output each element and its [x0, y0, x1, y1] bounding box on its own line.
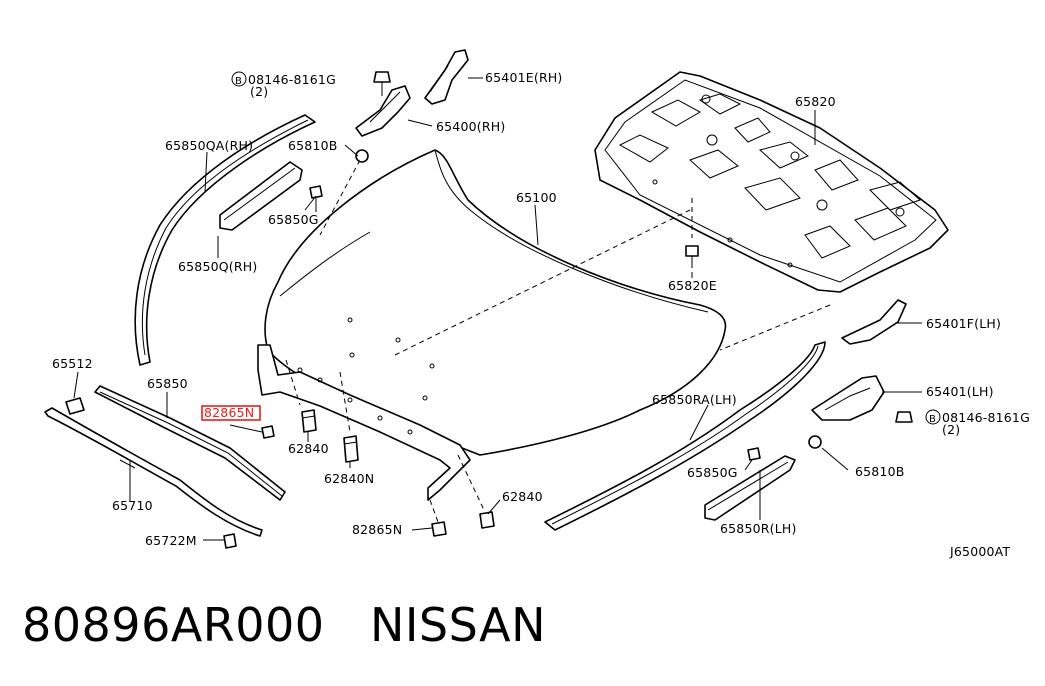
label-08146-rh[interactable]: 08146-8161G	[248, 72, 336, 87]
hood-hinge-65401E[interactable]	[424, 49, 469, 105]
clip-65850G-top-icon[interactable]	[309, 185, 323, 212]
clip-65850G-bottom-icon[interactable]	[747, 447, 761, 461]
clip-65722M-icon[interactable]	[223, 533, 237, 549]
bumper-82865N-bottom-icon[interactable]	[431, 521, 447, 537]
label-65401F[interactable]: 65401F(LH)	[926, 316, 1001, 331]
bumper-62840N-icon[interactable]	[343, 435, 359, 463]
clip-65810B-top-icon[interactable]	[355, 149, 369, 163]
label-65810B-top[interactable]: 65810B	[288, 138, 338, 153]
label-65850QA[interactable]: 65850QA(RH)	[165, 138, 253, 153]
label-65512[interactable]: 65512	[52, 356, 93, 371]
label-65820[interactable]: 65820	[795, 94, 836, 109]
hood-hinge-65401[interactable]	[811, 375, 885, 421]
dashed-guide-62840N	[339, 371, 351, 433]
label-62840-a[interactable]: 62840	[288, 441, 329, 456]
bumper-82865N-icon[interactable]	[261, 425, 275, 439]
label-62840-b[interactable]: 62840	[502, 489, 543, 504]
label-82865N-highlight[interactable]: 82865N	[204, 405, 254, 420]
clip-65820E-icon[interactable]	[685, 245, 699, 268]
weatherstrip-65850RA[interactable]	[544, 341, 826, 531]
label-65401E[interactable]: 65401E(RH)	[485, 70, 563, 85]
dashed-guide-bumper	[457, 454, 485, 511]
dashed-guide-hood-insulator	[394, 209, 691, 356]
weatherstrip-65850QA[interactable]	[134, 114, 316, 366]
hood-hinge-65400[interactable]	[355, 85, 411, 137]
bolt-08146-rh-icon[interactable]	[373, 71, 391, 96]
svg-text:B: B	[929, 414, 936, 425]
label-65100[interactable]: 65100	[516, 190, 557, 205]
seal-65850R[interactable]	[704, 455, 796, 521]
label-65850Q[interactable]: 65850Q(RH)	[178, 259, 257, 274]
leader-lines	[73, 77, 922, 541]
dashed-guide-82865N	[429, 499, 439, 523]
label-65810B-bottom[interactable]: 65810B	[855, 464, 905, 479]
label-65400[interactable]: 65400(RH)	[436, 119, 505, 134]
part-caption: 80896AR000 NISSAN	[22, 598, 546, 652]
label-65850[interactable]: 65850	[147, 376, 188, 391]
label-65710[interactable]: 65710	[112, 498, 153, 513]
label-08146-lh-qty: (2)	[942, 422, 960, 437]
label-65850G-top[interactable]: 65850G	[268, 212, 319, 227]
clip-65810B-bottom-icon[interactable]	[808, 435, 822, 449]
label-82865N-bottom[interactable]: 82865N	[352, 522, 402, 537]
bumper-62840-bottom-icon[interactable]	[479, 511, 495, 529]
hood-insulator-65820[interactable]	[594, 71, 949, 293]
dashed-guide-62840	[285, 359, 301, 406]
label-62840N[interactable]: 62840N	[324, 471, 374, 486]
front-seal-65850[interactable]	[94, 385, 286, 501]
label-65401[interactable]: 65401(LH)	[926, 384, 994, 399]
hood-hinge-65401F[interactable]	[841, 299, 907, 345]
part-number: 80896AR000	[22, 598, 325, 652]
seal-65850Q[interactable]	[219, 161, 303, 231]
dashed-guide-lh-hinge	[719, 304, 831, 351]
label-65850G-bottom[interactable]: 65850G	[687, 465, 738, 480]
highlight-box	[201, 405, 261, 421]
bolt-08146-lh-icon[interactable]	[895, 411, 913, 423]
label-65850R[interactable]: 65850R(LH)	[720, 521, 797, 536]
bumper-62840-icon[interactable]	[301, 409, 317, 433]
b-marker-rh-icon: B	[231, 71, 247, 87]
label-08146-lh[interactable]: 08146-8161G	[942, 410, 1030, 425]
svg-text:B: B	[235, 76, 242, 87]
label-65820E[interactable]: 65820E	[668, 278, 717, 293]
diagram-code: J65000AT	[949, 544, 1010, 559]
label-65722M[interactable]: 65722M	[145, 533, 197, 548]
hood-panel-65100[interactable]	[257, 149, 727, 501]
release-cable-65710[interactable]	[44, 407, 263, 537]
b-marker-lh-icon: B	[925, 409, 941, 425]
label-08146-rh-qty: (2)	[250, 84, 268, 99]
brand-name: NISSAN	[369, 598, 547, 652]
rubber-stop-65512-icon[interactable]	[65, 397, 85, 415]
label-65850RA[interactable]: 65850RA(LH)	[652, 392, 737, 407]
